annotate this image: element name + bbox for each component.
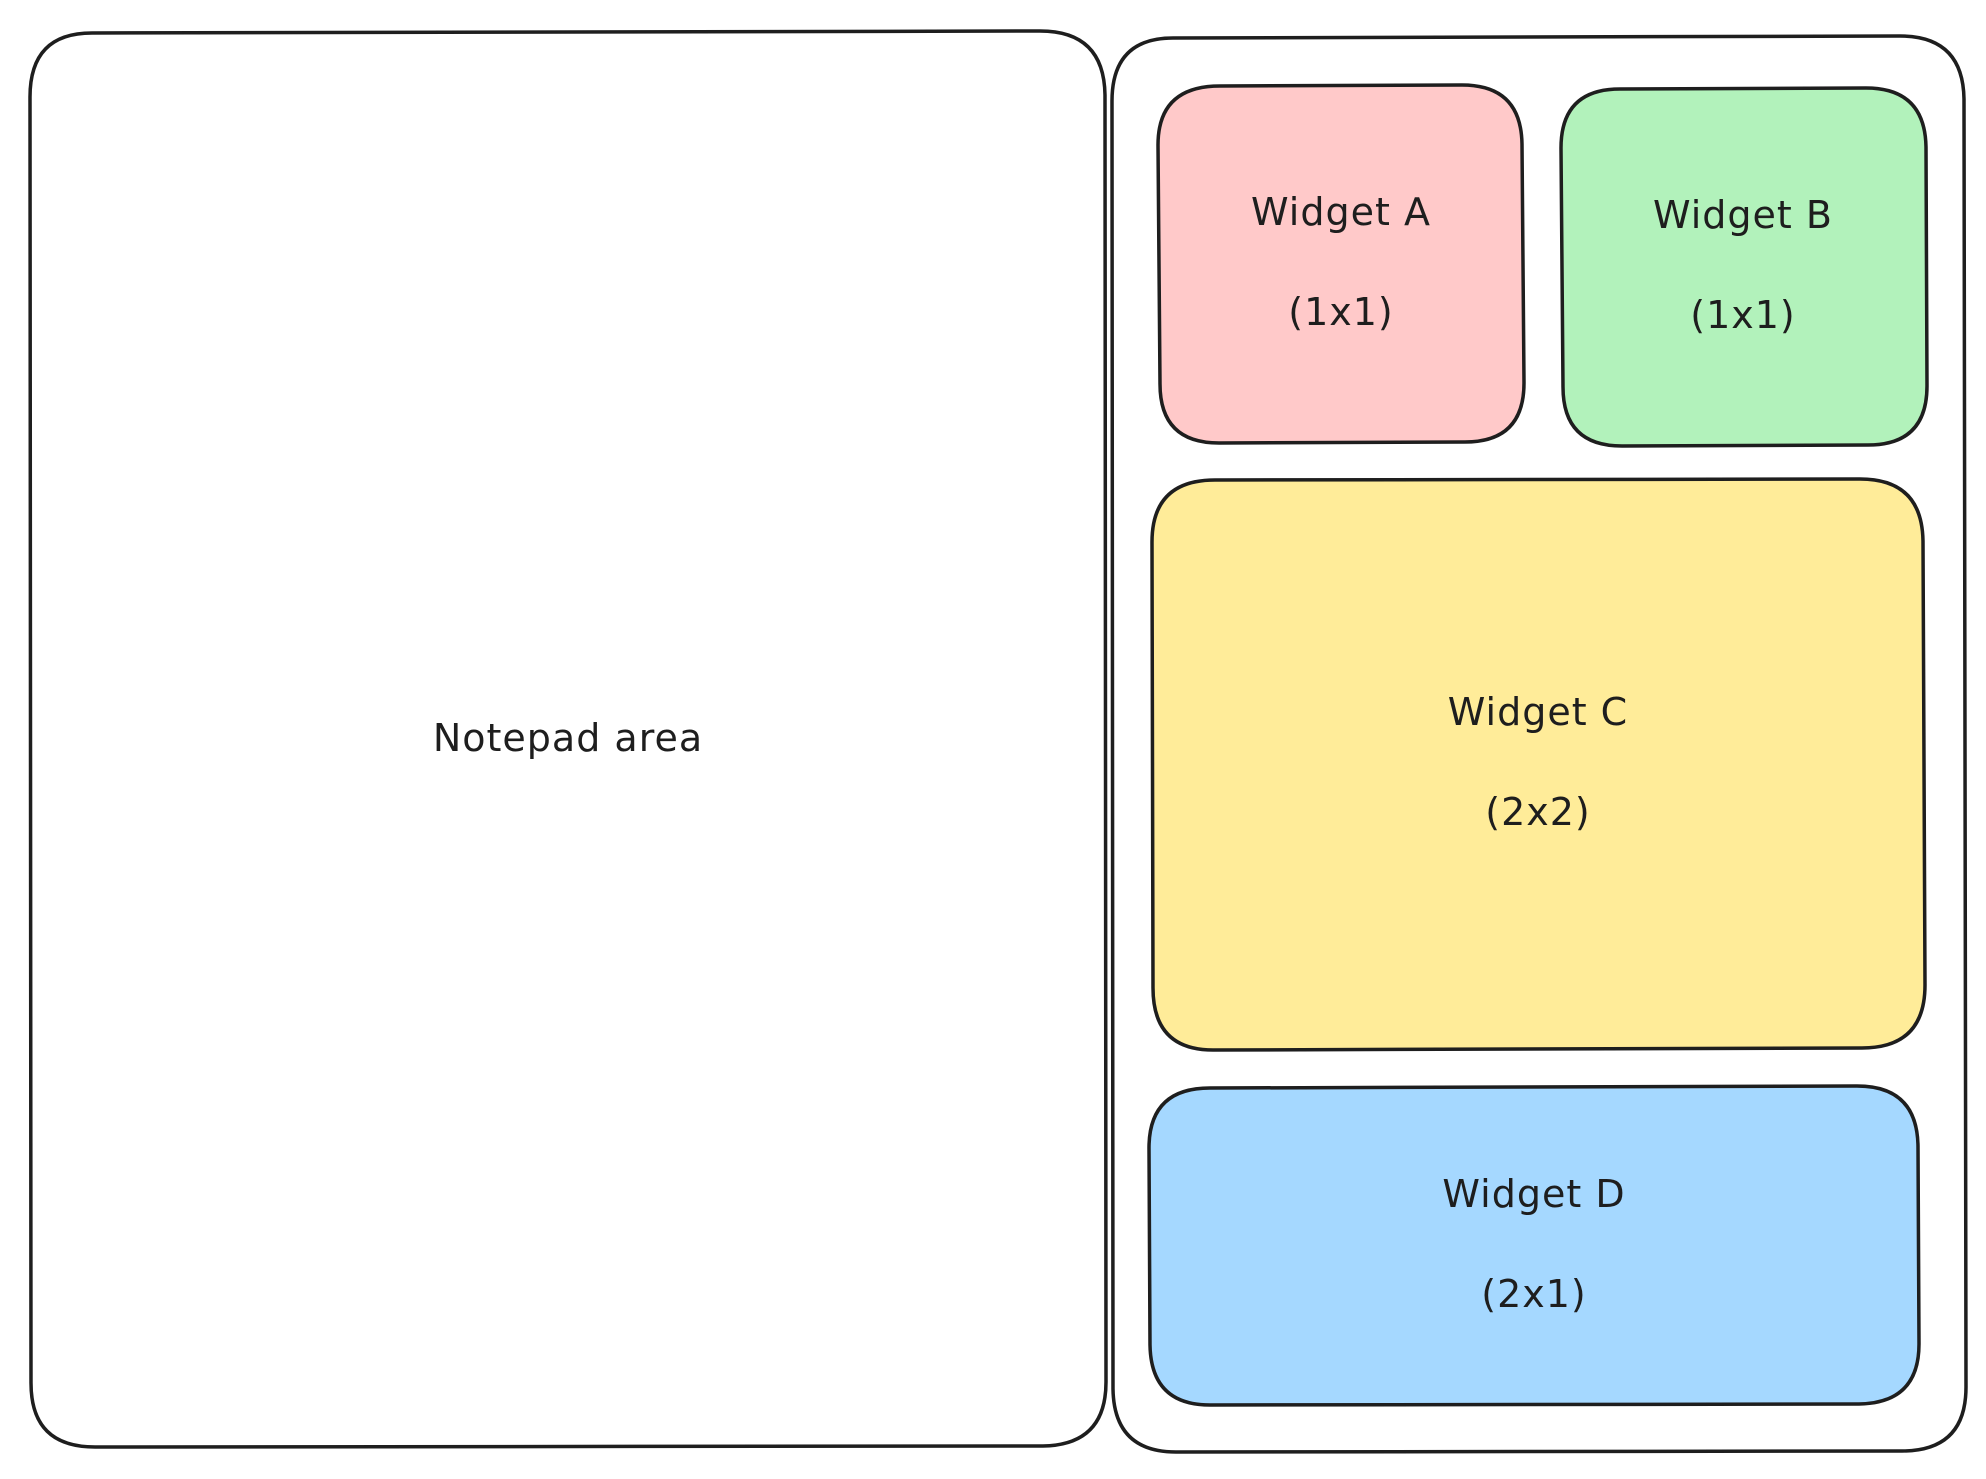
widget-d-card[interactable] xyxy=(1147,1084,1921,1407)
widget-c-card[interactable] xyxy=(1150,477,1927,1052)
widget-b-card[interactable] xyxy=(1559,86,1929,448)
widget-a-card[interactable] xyxy=(1156,83,1526,445)
notepad-area-panel[interactable] xyxy=(28,29,1108,1449)
